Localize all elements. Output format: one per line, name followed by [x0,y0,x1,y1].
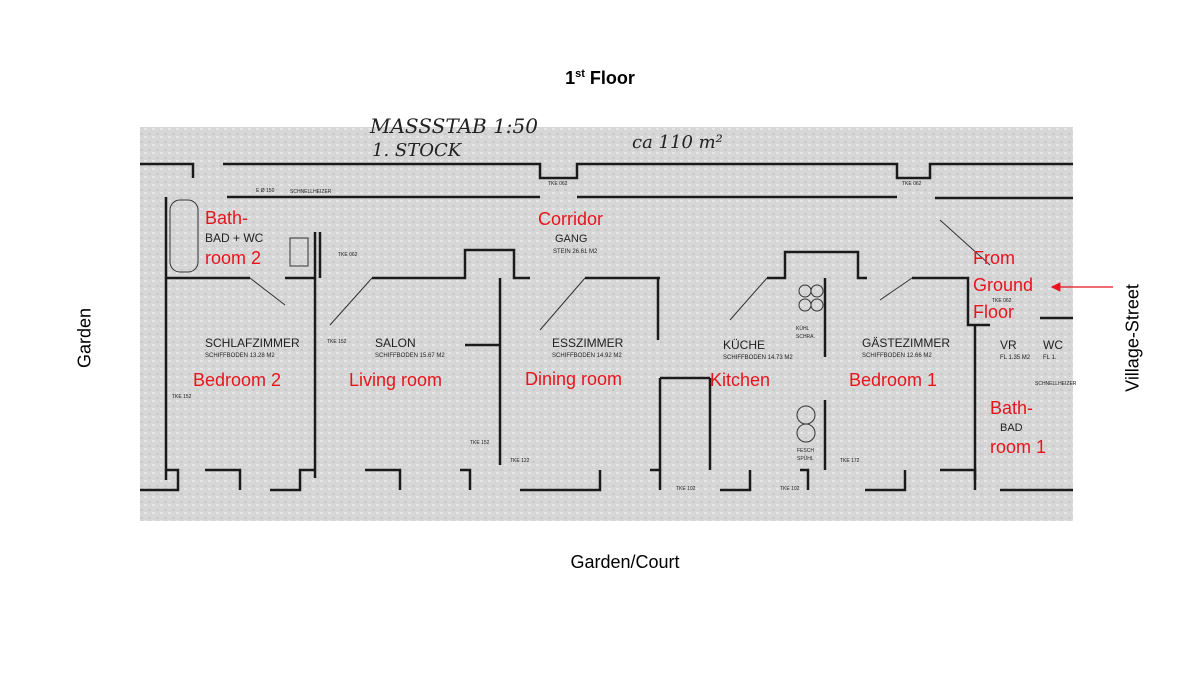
walls [140,162,1073,492]
floor-note: 1. STOCK [372,140,463,161]
room-label: Bath- [990,398,1033,418]
entrance-label: Floor [973,302,1014,322]
tke-label: TKE 062 [338,252,358,258]
page-title: 1st Floor [565,68,635,88]
plan-scan-background [140,127,1073,521]
tke-label: TKE 062 [902,181,922,187]
room-label: Living room [349,370,442,390]
room-floor: FL 1.35 M2 [1000,355,1031,361]
fridge-label: SCHRA. [796,334,815,340]
room-label: room 2 [205,248,261,268]
heater-label: SCHNELLHEIZER [1035,381,1077,387]
scale-note: MASSSTAB 1:50 [369,114,538,138]
room-label: Bedroom 1 [849,370,937,390]
room-floor: SCHIFFBODEN 14.92 M2 [552,353,622,359]
tke-label: TKE 102 [780,486,800,492]
room-name: SCHLAFZIMMER [205,336,300,350]
fridge-label: KÜHL [796,325,810,332]
tke-label: TKE 152 [327,339,347,345]
room-label: room 1 [990,437,1046,457]
heater-label: SCHNELLHEIZER [290,189,332,195]
room-name: SALON [375,336,416,350]
room-floor: FL 1. [1043,355,1057,361]
room-floor: STEIN 26.61 M2 [553,249,598,255]
room-name: WC [1043,338,1063,352]
room-label: Dining room [525,369,622,389]
room-label: Kitchen [710,370,770,390]
tke-label: TKE 122 [510,458,530,464]
room-name: VR [1000,338,1017,352]
entrance-label: Ground [973,275,1033,295]
room-floor: SCHIFFBODEN 14.73 M2 [723,355,793,361]
room-name: BAD + WC [205,231,264,245]
sink-label: FESCH [797,448,814,454]
room-floor: SCHIFFBODEN 12.66 M2 [862,353,932,359]
room-label: Bath- [205,208,248,228]
room-label: Corridor [538,209,603,229]
tke-label: TKE 062 [548,181,568,187]
room-label: Bedroom 2 [193,370,281,390]
room-name: BAD [1000,422,1023,434]
room-name: KÜCHE [723,338,765,352]
sink-label: SPÜHL [797,455,814,462]
room-name: GANG [555,233,587,245]
room-floor: SCHIFFBODEN 13.28 M2 [205,353,275,359]
area-note: ca 110 m² [632,132,723,153]
entrance-label: From [973,248,1015,268]
fixtures [169,199,991,443]
tke-label: TKE 152 [470,440,490,446]
orientation-bottom-label: Garden/Court [570,552,680,572]
room-name: GÄSTEZIMMER [862,336,950,350]
room-name: ESSZIMMER [552,336,624,350]
tke-label: TKE 152 [172,394,192,400]
exhaust-label: E Ø 150 [256,188,275,194]
room-floor: SCHIFFBODEN 15.67 M2 [375,353,445,359]
tke-label: TKE 172 [840,458,860,464]
tke-label: TKE 062 [992,298,1012,304]
tke-label: TKE 102 [676,486,696,492]
